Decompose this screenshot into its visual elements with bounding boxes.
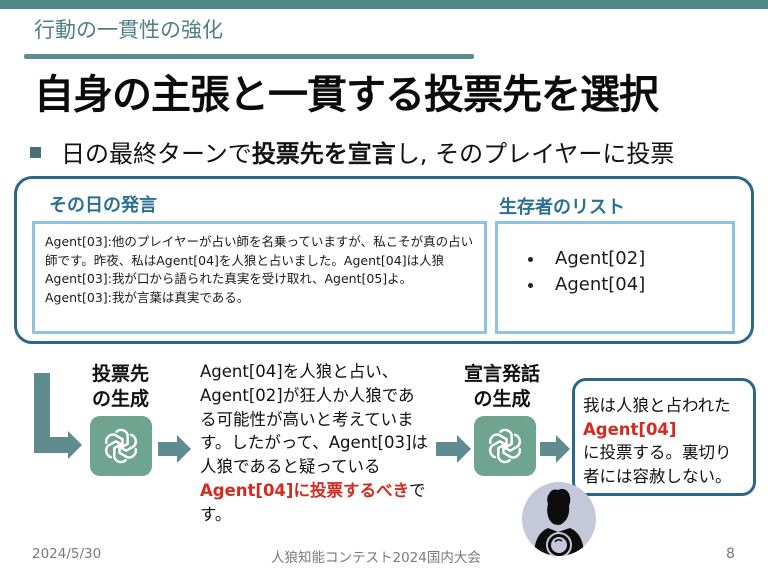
daily-talk-heading: その日の発言 [49, 195, 157, 216]
survivor-name: Agent[04] [555, 274, 646, 295]
arrow-shaft [158, 442, 178, 456]
reasoning-body: Agent[04]を人狼と占い、Agent[02]が狂人か人狼である可能性が高い… [200, 362, 428, 477]
talk-line: Agent[03]:他のプレイヤーが占い師を名乗っていますが、私こそが真の占い師… [45, 234, 474, 268]
vote-reasoning-text: Agent[04]を人狼と占い、Agent[02]が狂人か人狼である可能性が高い… [200, 360, 430, 527]
footer-date: 2024/5/30 [32, 546, 102, 562]
speech-line: 我は人狼と占われた [583, 396, 731, 415]
arrow-right-icon [556, 435, 570, 463]
talk-line: Agent[03]:我が言葉は真実である。 [45, 289, 250, 305]
page-number: 8 [726, 546, 735, 562]
bullet-point: 日の最終ターンで 投票先を宣言 し, そのプレイヤーに投票 [30, 134, 674, 169]
step-vote-generation-label: 投票先 の生成 [92, 362, 149, 412]
bullet-square-icon [30, 147, 41, 158]
speech-line: に投票する。裏切り者には容赦しない。 [583, 443, 732, 486]
speech-highlight: Agent[04] [583, 419, 677, 439]
fortune-teller-avatar-icon [522, 482, 596, 556]
declaration-speech-box: 我は人狼と占われた Agent[04] に投票する。裏切り者には容赦しない。 [572, 378, 756, 496]
bullet-text-after: し, そのプレイヤーに投票 [395, 140, 675, 168]
reasoning-highlight: Agent[04]に投票するべき [200, 480, 409, 500]
survivor-name: Agent[02] [555, 248, 646, 269]
flow-arrow-l-vertical [34, 373, 50, 453]
openai-logo-icon [474, 416, 536, 476]
bullet-dot-icon [528, 282, 533, 288]
arrow-shaft [540, 442, 558, 456]
bullet-dot-icon [528, 256, 533, 262]
step-label-line: 宣言発話 [464, 363, 541, 385]
arrow-right-icon [457, 435, 471, 463]
daily-talk-box: Agent[03]:他のプレイヤーが占い師を名乗っていますが、私こそが真の占い師… [32, 221, 487, 334]
section-title: 行動の一貫性の強化 [34, 18, 223, 42]
step-label-line: の生成 [473, 388, 531, 410]
step-label-line: 投票先 [92, 363, 150, 385]
slide-title: 自身の主張と一貫する投票先を選択 [34, 72, 659, 118]
survivor-list-item: Agent[04] [528, 272, 732, 298]
step-label-line: の生成 [92, 388, 150, 410]
flow-arrow-l-horizontal [34, 437, 70, 453]
survivor-list-box: Agent[02] Agent[04] [495, 221, 735, 334]
arrow-right-icon [177, 435, 191, 463]
bullet-text-bold: 投票先を宣言 [251, 140, 396, 168]
top-accent-bar [0, 0, 768, 9]
openai-logo-icon [90, 416, 152, 476]
arrow-right-icon [68, 431, 82, 459]
bullet-text-before: 日の最終ターンで [61, 140, 252, 168]
reasoning-tail: です。 [200, 480, 426, 524]
section-title-underline [24, 54, 474, 59]
step-declaration-generation-label: 宣言発話 の生成 [464, 362, 540, 412]
survivor-list-heading: 生存者のリスト [499, 197, 625, 218]
input-context-panel: その日の発言 Agent[03]:他のプレイヤーが占い師を名乗っていますが、私こ… [14, 176, 754, 344]
talk-line: Agent[03]:我が口から語られた真実を受け取れ、Agent[05]よ。 [45, 271, 413, 286]
survivor-list-item: Agent[02] [528, 246, 732, 272]
footer-event-title: 人狼知能コンテスト2024国内大会 [271, 550, 481, 566]
arrow-shaft [436, 442, 458, 456]
